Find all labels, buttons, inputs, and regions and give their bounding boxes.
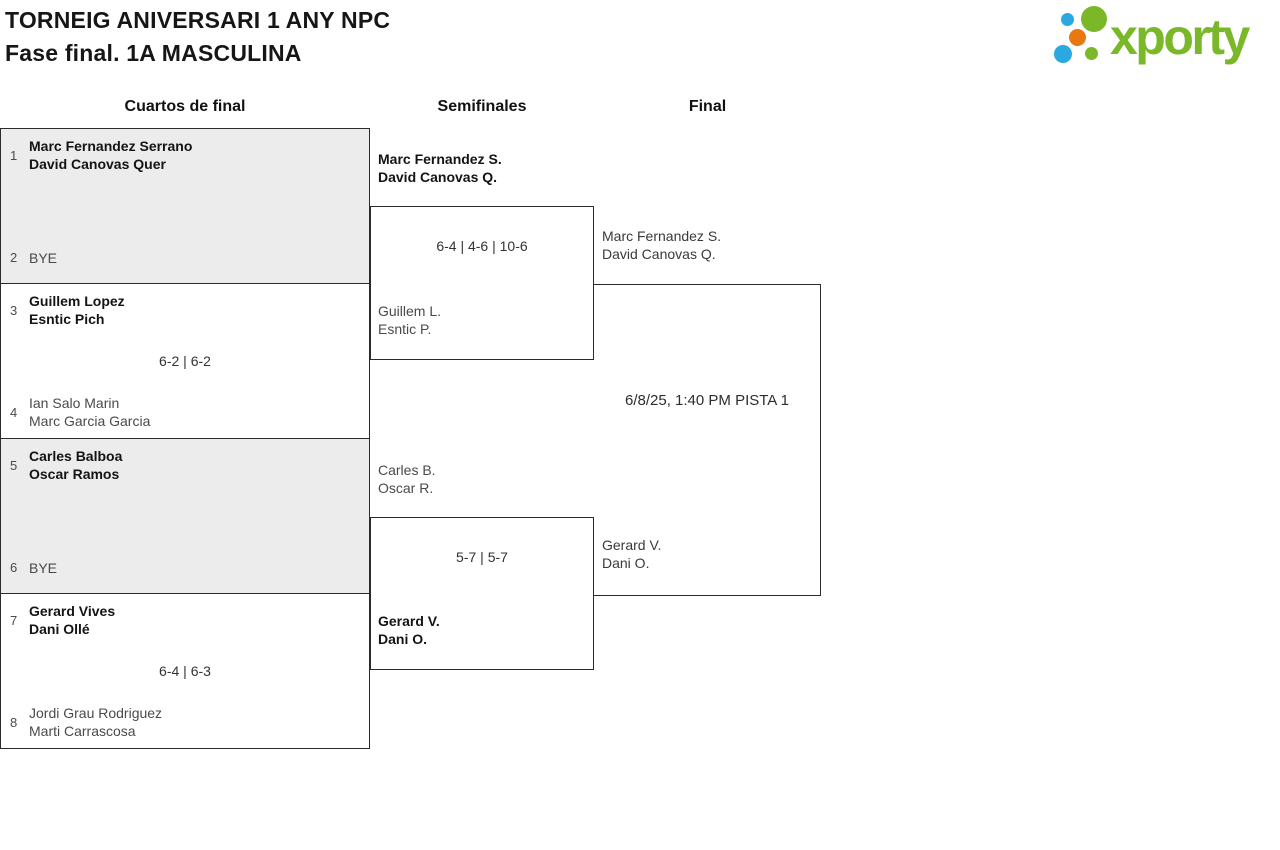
match-quarterfinal-4[interactable]: 7 Gerard Vives Dani Ollé 6-4 | 6-3 8 Jor…: [1, 594, 369, 748]
player-name: Esntic P.: [378, 321, 432, 337]
participant-row: 7 Gerard Vives Dani Ollé: [10, 602, 361, 638]
round-header-quarterfinals: Cuartos de final: [124, 98, 246, 115]
player-name: David Canovas Quer: [29, 156, 166, 172]
xporty-logo[interactable]: xporty: [1050, 0, 1280, 75]
player-name: Carles Balboa: [29, 448, 123, 464]
player-name: Jordi Grau Rodriguez: [29, 705, 163, 721]
match-score: 6-4 | 4-6 | 10-6: [436, 238, 528, 254]
player-name: Marc Fernandez Serrano: [29, 138, 193, 154]
match-final[interactable]: Marc Fernandez S. David Canovas Q. 6/8/2…: [594, 228, 821, 596]
match-score: 6-4 | 6-3: [159, 663, 211, 679]
seed-number: 5: [10, 457, 18, 473]
player-name: Dani Ollé: [29, 621, 90, 637]
player-name: Marc Fernandez S.: [602, 228, 722, 244]
player-name: BYE: [29, 249, 58, 266]
team-names: BYE: [29, 240, 57, 275]
participant-row: 2 BYE: [10, 240, 361, 275]
seed-number: 8: [10, 714, 18, 730]
seed-number: 1: [10, 147, 18, 163]
team-names: Ian Salo Marin Marc Garcia Garcia: [29, 394, 150, 430]
participant-row: 1 Marc Fernandez Serrano David Canovas Q…: [10, 137, 361, 173]
seed-number: 2: [10, 250, 18, 265]
team-names: Carles B. Oscar R.: [378, 461, 436, 497]
participant-row: 3 Guillem Lopez Esntic Pich: [10, 292, 361, 328]
team-names: Gerard Vives Dani Ollé: [29, 602, 115, 638]
participant-row: 6 BYE: [10, 550, 361, 585]
match-quarterfinal-1[interactable]: 1 Marc Fernandez Serrano David Canovas Q…: [1, 129, 369, 284]
player-name: Marc Garcia Garcia: [29, 413, 151, 429]
participant-row: 4 Ian Salo Marin Marc Garcia Garcia: [10, 394, 361, 430]
player-name: Oscar R.: [378, 480, 434, 496]
player-name: Dani O.: [602, 555, 650, 571]
match-score: 5-7 | 5-7: [456, 549, 508, 565]
match-schedule: 6/8/25, 1:40 PM PISTA 1: [625, 392, 789, 409]
player-name: Guillem L.: [378, 303, 442, 319]
team-names: Marc Fernandez S. David Canovas Q.: [602, 227, 721, 263]
match-semifinal-2[interactable]: Carles B. Oscar R. 5-7 | 5-7 Gerard V. D…: [370, 462, 594, 670]
seed-number: 4: [10, 404, 18, 420]
team-names: Marc Fernandez Serrano David Canovas Que…: [29, 137, 192, 173]
player-name: Ian Salo Marin: [29, 395, 120, 411]
player-name: Gerard V.: [378, 613, 440, 629]
seed-number: 7: [10, 612, 18, 628]
logo-dot-icon: [1085, 47, 1098, 60]
round-header-final: Final: [688, 98, 727, 115]
team-names: Marc Fernandez S. David Canovas Q.: [378, 150, 502, 186]
seed-number: 6: [10, 560, 18, 575]
phase-category: Fase final. 1A MASCULINA: [5, 40, 302, 66]
player-name: Oscar Ramos: [29, 466, 120, 482]
player-name: Marti Carrascosa: [29, 723, 136, 739]
logo-dot-icon: [1069, 29, 1086, 46]
team-names: Guillem Lopez Esntic Pich: [29, 292, 125, 328]
logo-wordmark: xporty: [1110, 9, 1250, 65]
participant-row: 5 Carles Balboa Oscar Ramos: [10, 447, 361, 483]
round-header-semifinals: Semifinales: [437, 98, 527, 115]
page-title: TORNEIG ANIVERSARI 1 ANY NPC Fase final.…: [5, 4, 390, 70]
logo-dot-icon: [1061, 13, 1074, 26]
player-name: Carles B.: [378, 462, 436, 478]
match-quarterfinal-2[interactable]: 3 Guillem Lopez Esntic Pich 6-2 | 6-2 4 …: [1, 284, 369, 439]
match-score: 6-2 | 6-2: [159, 353, 211, 369]
player-name: David Canovas Q.: [378, 169, 498, 185]
team-names: Carles Balboa Oscar Ramos: [29, 447, 122, 483]
team-names: Gerard V. Dani O.: [602, 536, 661, 572]
logo-dot-icon: [1081, 6, 1107, 32]
team-names: Guillem L. Esntic P.: [378, 302, 441, 338]
participant-row: 8 Jordi Grau Rodriguez Marti Carrascosa: [10, 704, 361, 740]
seed-number: 3: [10, 302, 18, 318]
logo-dot-icon: [1054, 45, 1072, 63]
player-name: Guillem Lopez: [29, 293, 125, 309]
player-name: Marc Fernandez S.: [378, 151, 502, 167]
match-semifinal-1[interactable]: Marc Fernandez S. David Canovas Q. 6-4 |…: [370, 151, 594, 360]
tournament-name: TORNEIG ANIVERSARI 1 ANY NPC: [5, 7, 391, 33]
player-name: Gerard Vives: [29, 603, 116, 619]
player-name: David Canovas Q.: [602, 246, 716, 262]
player-name: Dani O.: [378, 631, 428, 647]
team-names: BYE: [29, 550, 57, 585]
player-name: Esntic Pich: [29, 311, 105, 327]
quarterfinals-column: 1 Marc Fernandez Serrano David Canovas Q…: [0, 128, 370, 749]
team-names: Gerard V. Dani O.: [378, 612, 440, 648]
player-name: Gerard V.: [602, 537, 662, 553]
match-quarterfinal-3[interactable]: 5 Carles Balboa Oscar Ramos 6 BYE: [1, 439, 369, 594]
team-names: Jordi Grau Rodriguez Marti Carrascosa: [29, 704, 162, 740]
player-name: BYE: [29, 559, 58, 576]
